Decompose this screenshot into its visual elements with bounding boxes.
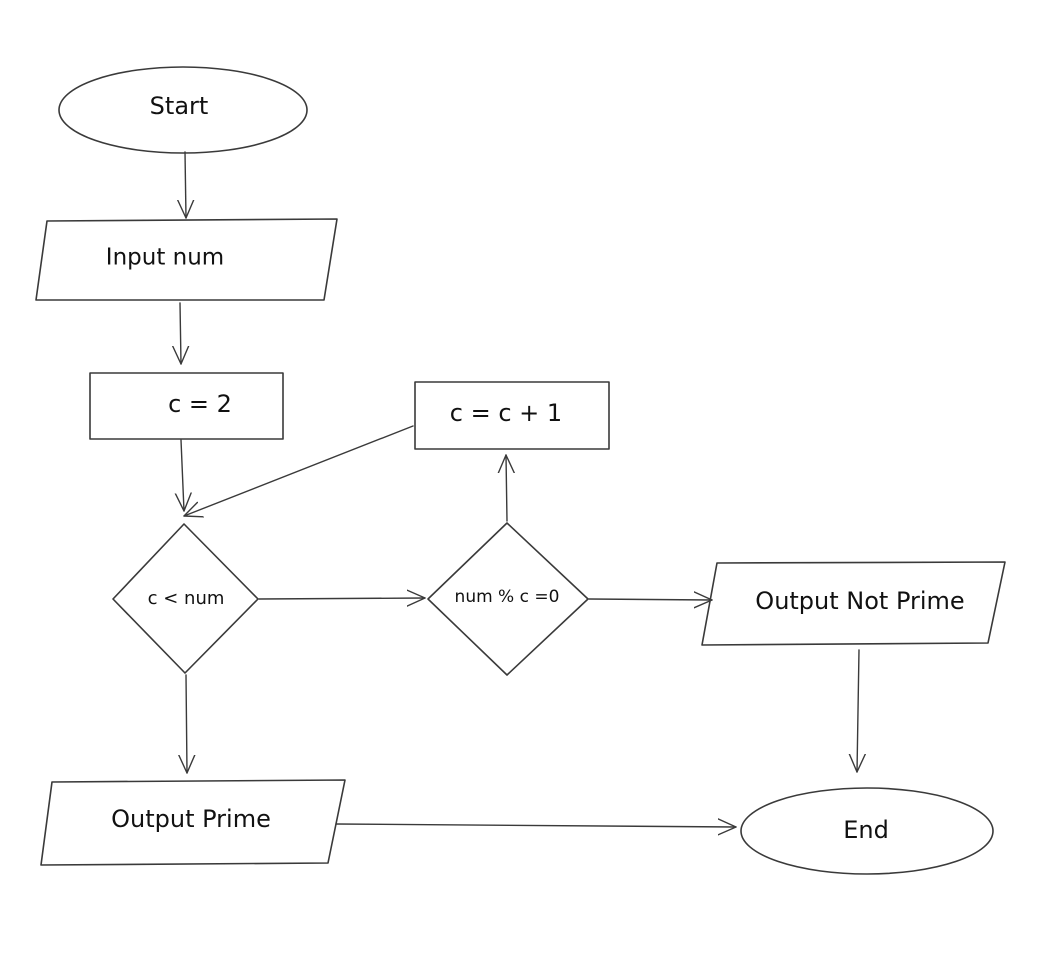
- node-init-c: c = 2: [89, 372, 284, 440]
- edge-modcheck-to-not-prime: [588, 599, 713, 600]
- increment-c-label: c = c + 1: [450, 399, 562, 427]
- edge-prime-to-end: [335, 824, 737, 827]
- start-label: Start: [150, 92, 209, 120]
- init-c-process-box: [89, 372, 284, 440]
- edge-increment-to-condition: [183, 425, 414, 516]
- edge-condition-to-prime: [186, 674, 187, 774]
- output-prime-parallelogram: [40, 779, 346, 866]
- input-num-label: Input num: [106, 245, 224, 271]
- edge-modcheck-to-increment: [506, 454, 507, 522]
- node-output-prime: Output Prime: [40, 779, 346, 866]
- edges-layer: [180, 151, 859, 827]
- node-start: Start: [58, 66, 308, 154]
- edge-condition-to-modcheck: [258, 598, 426, 599]
- end-terminal-shape: [740, 787, 994, 875]
- node-increment-c: c = c + 1: [414, 381, 610, 450]
- output-not-prime-parallelogram: [701, 561, 1006, 646]
- node-condition-mod-zero: num % c =0: [427, 522, 589, 676]
- node-input-num: Input num: [35, 218, 338, 301]
- edge-input-to-init: [180, 302, 181, 365]
- edge-start-to-input: [185, 151, 186, 219]
- end-label: End: [843, 816, 889, 844]
- condition-c-lt-num-diamond: [112, 523, 259, 674]
- output-prime-label: Output Prime: [111, 805, 271, 833]
- condition-mod-zero-diamond: [427, 522, 589, 676]
- edge-not-prime-to-end: [857, 649, 859, 773]
- input-num-parallelogram: [35, 218, 338, 301]
- start-terminal-shape: [58, 66, 308, 154]
- node-end: End: [740, 787, 994, 875]
- edge-init-to-condition: [181, 439, 184, 512]
- increment-c-process-box: [414, 381, 610, 450]
- node-output-not-prime: Output Not Prime: [701, 561, 1006, 646]
- condition-mod-zero-label: num % c =0: [455, 587, 560, 607]
- output-not-prime-label: Output Not Prime: [755, 587, 964, 615]
- init-c-label: c = 2: [168, 390, 232, 418]
- condition-c-lt-num-label: c < num: [148, 588, 225, 609]
- node-condition-c-lt-num: c < num: [112, 523, 259, 674]
